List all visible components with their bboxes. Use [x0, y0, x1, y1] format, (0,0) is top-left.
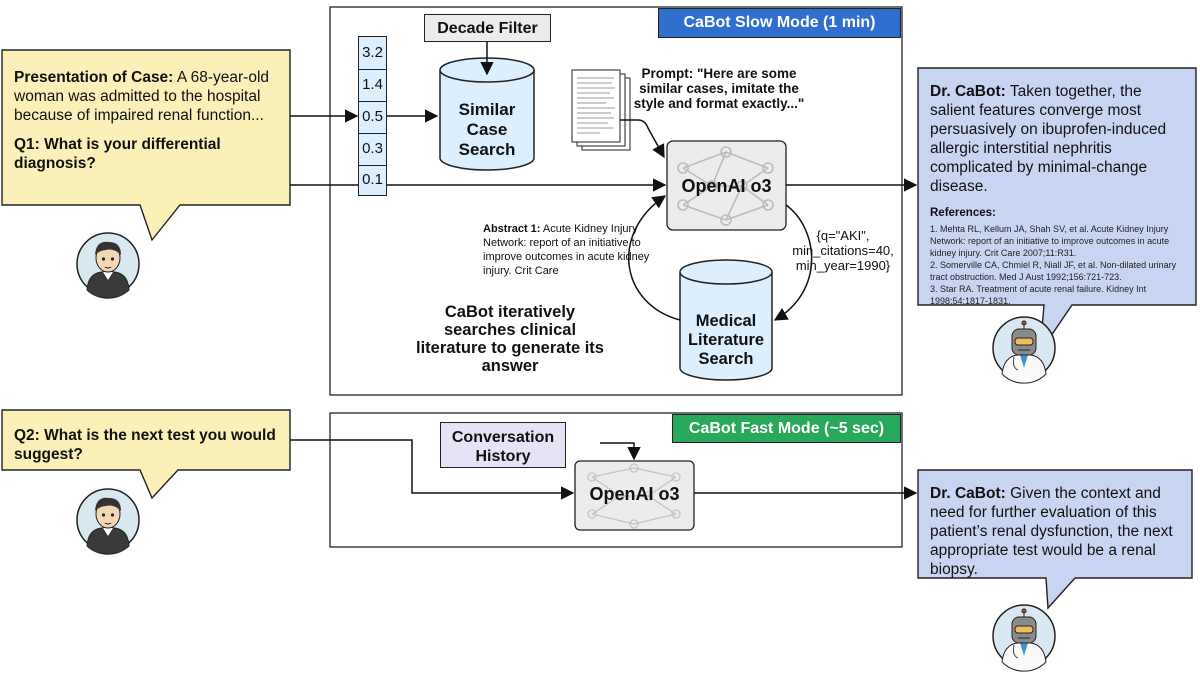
- conversation-history-box: Conversation History: [440, 422, 566, 468]
- case-label: Presentation of Case:: [14, 69, 174, 86]
- q1-question: Q1: What is your differential diagnosis?: [14, 136, 221, 172]
- reference-item: 3. Star RA. Treatment of acute renal fai…: [930, 284, 1147, 306]
- iterative-search-caption: CaBot iteratively searches clinical lite…: [416, 303, 604, 375]
- user-bubble-1-shape: [1, 49, 291, 242]
- user-avatar: [76, 488, 140, 555]
- neural-network-icon: [677, 146, 774, 226]
- neural-network-icon: [587, 463, 681, 529]
- answer-1-text: Taken together, the salient features con…: [930, 83, 1167, 195]
- user-bubble-1: Presentation of Case: A 68-year-old woma…: [2, 58, 290, 183]
- arrow-prompt-to-model: [620, 119, 665, 159]
- fast-mode-label: CaBot Fast Mode (~5 sec): [672, 414, 901, 443]
- case-text: A 68-year-old woman was admitted to the …: [14, 69, 270, 124]
- doctor-avatar: [992, 604, 1056, 672]
- fast-model-label: OpenAI o3: [589, 484, 680, 504]
- user-bubble-2-shape: [1, 409, 291, 500]
- prompt-text: Prompt: "Here are some similar cases, im…: [633, 66, 805, 111]
- score-cell: 3.2: [359, 37, 386, 70]
- slow-model-label: OpenAI o3: [681, 176, 772, 196]
- slow-mode-label: CaBot Slow Mode (1 min): [658, 8, 901, 38]
- q2-question: Q2: What is the next test you would sugg…: [14, 427, 276, 463]
- cabot-bubble-2-shape: [917, 469, 1193, 610]
- decade-filter-box: Decade Filter: [424, 14, 551, 42]
- reference-item: 2. Somerville CA, Chmiel R, Niall JF, et…: [930, 260, 1177, 282]
- user-bubble-2: Q2: What is the next test you would sugg…: [2, 416, 290, 474]
- arrow-q2-to-model: [290, 439, 575, 500]
- score-cell: 0.1: [362, 171, 383, 188]
- arrow-history-to-model: [600, 442, 641, 461]
- reference-item: 1. Mehta RL, Kellum JA, Shah SV, et al. …: [930, 224, 1170, 258]
- references-title: References:: [930, 207, 996, 219]
- score-cell: 1.4: [359, 69, 386, 102]
- document-stack-icon: [571, 69, 631, 151]
- doctor-avatar: [992, 316, 1056, 384]
- answer-2-text: Given the context and need for further e…: [930, 485, 1173, 578]
- literature-search-label: Medical Literature Search: [687, 312, 765, 368]
- similar-case-search-label: Similar Case Search: [458, 100, 516, 159]
- arrow-literature-to-model: [628, 195, 681, 321]
- score-cell: 0.3: [359, 133, 386, 166]
- cabot-answer-2: Dr. CaBot: Given the context and need fo…: [930, 485, 1173, 578]
- user-avatar: [76, 232, 140, 299]
- abstract-text: Abstract 1: Acute Kidney Injury Network:…: [483, 223, 650, 277]
- literature-cylinder: [679, 259, 773, 381]
- score-cell: 0.5: [359, 101, 386, 134]
- cabot-bubble-1-shape: [917, 67, 1197, 355]
- cabot-answer-1: Dr. CaBot: Taken together, the salient f…: [918, 72, 1196, 317]
- literature-query: {q="AKI", min_citations=40, min_year=199…: [792, 228, 894, 273]
- similarity-vector: 3.2 1.4 0.5 0.3 0.1: [358, 36, 387, 196]
- arrow-model-to-literature: [773, 204, 813, 321]
